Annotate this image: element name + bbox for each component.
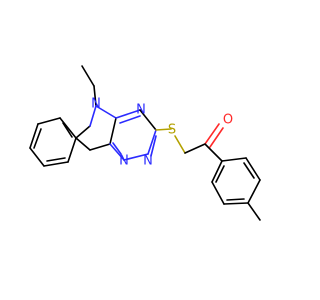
bond-c-s	[155, 128, 172, 131]
bond-benzo-4	[43, 161, 69, 167]
atom-label-n-triazine-bottom-left: N	[119, 154, 129, 169]
bond-benzo-2	[29, 123, 39, 149]
bond-carbonyl-o-1	[204, 123, 220, 145]
molecule-canvas: N N N N S O	[29, 65, 261, 221]
bond-aryl-1	[221, 157, 247, 162]
bond-s-ch2	[174, 135, 186, 154]
bond-triazine-4	[123, 153, 149, 161]
bond-benzo-3	[29, 147, 45, 167]
bond-pyrrole-2	[89, 105, 97, 127]
bond-aryl-6	[211, 160, 223, 183]
bond-triazine-3	[147, 129, 157, 155]
bond-methyl	[247, 202, 261, 221]
bond-benzo-5	[67, 137, 77, 163]
bond-benzo-6	[59, 117, 77, 139]
bond-triazine-double-1	[119, 115, 141, 124]
bond-aryl-4	[223, 202, 249, 205]
bond-ch2-carbonyl	[184, 143, 206, 154]
bond-aryl-double-1	[243, 162, 255, 179]
atom-labels-layer: N N N N S O	[91, 97, 233, 169]
bond-ethyl-n	[93, 85, 97, 107]
bond-carbonyl-aryl	[204, 143, 223, 162]
bond-triazine-5	[109, 143, 125, 161]
bond-pyrrole-6	[75, 137, 91, 151]
bond-aryl-double-3	[215, 165, 225, 183]
bonds-layer	[29, 65, 261, 221]
bond-carbonyl-o-2	[209, 127, 224, 148]
molecule-structure: N N N N S O	[29, 65, 261, 221]
bond-aryl-2	[245, 157, 261, 181]
atom-label-oxygen: O	[223, 113, 233, 128]
bond-benzo-double-3	[62, 122, 73, 138]
bond-triazine-1	[115, 109, 141, 119]
bond-triazine-double-3	[112, 142, 122, 155]
bond-pyrrole-3	[95, 105, 117, 119]
bond-benzo-double-2	[46, 157, 66, 162]
atom-label-n-indole: N	[91, 97, 101, 112]
bond-pyrrole-5	[89, 143, 111, 151]
bond-triazine-double-2	[150, 135, 157, 157]
bond-benzo-double-1	[33, 128, 42, 149]
bond-aryl-5	[211, 181, 225, 205]
bond-aryl-double-2	[226, 198, 245, 201]
bond-aryl-3	[247, 179, 261, 204]
bond-pyrrole-1	[75, 125, 91, 139]
atom-label-sulfur: S	[168, 123, 176, 138]
bond-benzo-1	[37, 117, 61, 125]
bond-pyrrole-4	[109, 117, 117, 145]
bond-ethyl-ch2-ch3	[81, 65, 95, 87]
bond-triazine-2	[139, 109, 157, 131]
atom-label-n-triazine-bottom-right: N	[143, 154, 153, 169]
atom-label-n-triazine-top: N	[136, 103, 146, 118]
